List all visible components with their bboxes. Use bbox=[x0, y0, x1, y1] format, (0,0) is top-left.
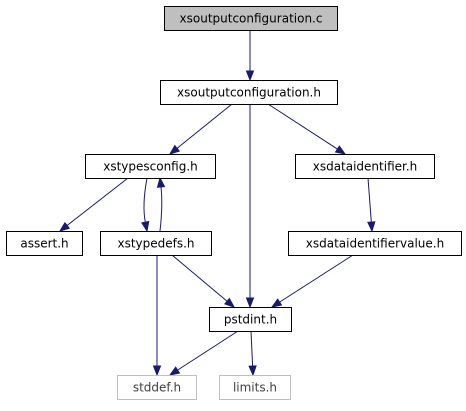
edge-xstypesconfig_h-to-assert_h bbox=[58, 177, 129, 232]
node-limits-h: limits.h bbox=[219, 375, 291, 400]
edge-xsoutputconfiguration_h-to-pstdint_h bbox=[245, 104, 255, 309]
edge-line bbox=[176, 103, 233, 149]
edge-xsdataidentifiervalue_h-to-pstdint_h bbox=[270, 254, 354, 308]
node-box bbox=[6, 231, 83, 256]
edge-arrowhead bbox=[367, 221, 376, 233]
edge-arrowhead bbox=[152, 365, 162, 377]
edge-xsoutputconfiguration_c-to-xsoutputconfiguration_h bbox=[245, 30, 255, 82]
edge-line bbox=[177, 330, 239, 371]
node-label: xstypesconfig.h bbox=[103, 160, 198, 174]
node-label: assert.h bbox=[20, 237, 68, 251]
edges-layer bbox=[58, 30, 376, 377]
edge-line bbox=[279, 254, 354, 303]
edge-pstdint_h-to-stddef_h bbox=[168, 330, 239, 376]
edge-arrowhead bbox=[141, 220, 150, 233]
node-box bbox=[117, 375, 197, 400]
edge-line bbox=[367, 177, 372, 223]
edge-xstypedefs_h-to-stddef_h bbox=[152, 255, 162, 377]
edge-xsdataidentifier_h-to-xsdataidentifiervalue_h bbox=[367, 177, 376, 233]
node-xsoutputconfiguration-c[interactable]: xsoutputconfiguration.c bbox=[164, 6, 338, 31]
node-label: stddef.h bbox=[133, 381, 181, 395]
edge-pstdint_h-to-limits_h bbox=[248, 330, 257, 377]
node-pstdint-h[interactable]: pstdint.h bbox=[209, 307, 292, 332]
edge-arrowhead bbox=[245, 70, 255, 82]
edge-line bbox=[267, 103, 338, 150]
node-xsdataidentifier-h[interactable]: xsdataidentifier.h bbox=[295, 154, 435, 179]
node-label: xsdataidentifiervalue.h bbox=[306, 237, 444, 251]
edge-arrowhead bbox=[270, 298, 283, 308]
node-box bbox=[164, 6, 338, 31]
node-label: pstdint.h bbox=[224, 313, 277, 327]
node-box bbox=[209, 307, 292, 332]
nodes-layer: xsoutputconfiguration.c xsoutputconfigura… bbox=[6, 6, 462, 400]
node-box bbox=[85, 154, 216, 179]
node-assert-h[interactable]: assert.h bbox=[6, 231, 83, 256]
edge-arrowhead bbox=[168, 366, 181, 376]
node-label: xsoutputconfiguration.c bbox=[180, 12, 323, 26]
edge-xstypesconfig_h-to-xstypedefs_h bbox=[141, 177, 150, 233]
edge-xsoutputconfiguration_h-to-xsdataidentifier_h bbox=[267, 103, 347, 155]
node-label: xsoutputconfiguration.h bbox=[177, 86, 321, 100]
node-xstypedefs-h[interactable]: xstypedefs.h bbox=[100, 231, 212, 256]
node-box bbox=[100, 231, 212, 256]
edge-xsoutputconfiguration_h-to-xstypesconfig_h bbox=[168, 103, 233, 155]
node-xsdataidentifiervalue-h[interactable]: xsdataidentifiervalue.h bbox=[288, 231, 462, 256]
node-label: xsdataidentifier.h bbox=[313, 160, 418, 174]
edge-arrowhead bbox=[168, 144, 181, 155]
node-box bbox=[295, 154, 435, 179]
edge-line bbox=[250, 330, 254, 367]
edge-line bbox=[171, 254, 228, 302]
node-stddef-h: stddef.h bbox=[117, 375, 197, 400]
edge-arrowhead bbox=[248, 365, 257, 377]
node-xstypesconfig-h[interactable]: xstypesconfig.h bbox=[85, 154, 216, 179]
edge-line bbox=[159, 186, 163, 232]
node-box bbox=[288, 231, 462, 256]
node-box bbox=[160, 80, 338, 105]
node-label: limits.h bbox=[233, 381, 277, 395]
edge-arrowhead bbox=[58, 221, 71, 232]
edge-line bbox=[66, 177, 129, 226]
edge-arrowhead bbox=[334, 145, 347, 155]
edge-xstypedefs_h-to-pstdint_h bbox=[171, 254, 236, 308]
edge-arrowhead bbox=[224, 297, 236, 308]
edge-xstypedefs_h-to-xstypesconfig_h bbox=[156, 176, 166, 232]
node-box bbox=[219, 375, 291, 400]
node-label: xstypedefs.h bbox=[117, 237, 194, 251]
edge-arrowhead bbox=[156, 176, 166, 188]
node-xsoutputconfiguration-h[interactable]: xsoutputconfiguration.h bbox=[160, 80, 338, 105]
edge-arrowhead bbox=[245, 297, 255, 309]
edge-line bbox=[143, 177, 148, 223]
